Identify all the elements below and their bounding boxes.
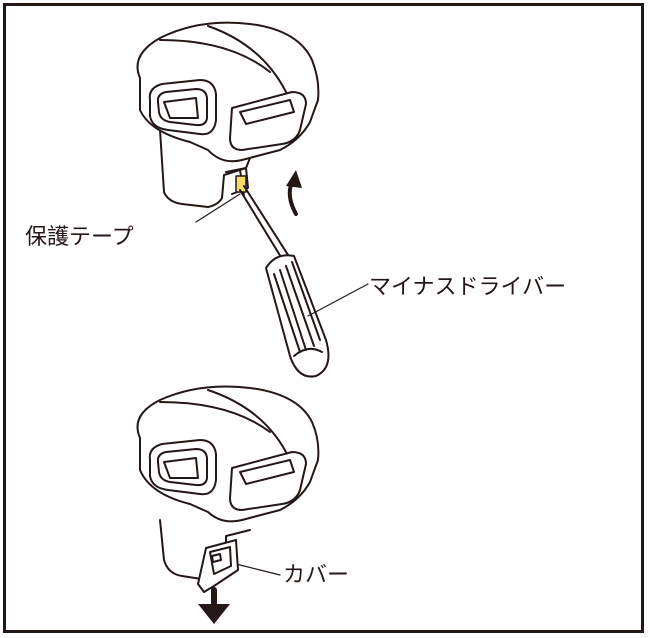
- down-arrow-icon: [198, 587, 230, 624]
- leader-line-cover: [231, 562, 281, 576]
- scanner-unit-top: [136, 21, 320, 208]
- protective-tape: [235, 175, 247, 193]
- cover-part: [197, 539, 239, 593]
- figure-frame: [3, 3, 644, 633]
- scanner-unit-bottom: [136, 385, 320, 593]
- leader-line-tape: [195, 193, 241, 223]
- label-cover: カバー: [283, 563, 350, 588]
- label-protective-tape: 保護テープ: [25, 225, 134, 250]
- label-flathead-screwdriver: マイナスドライバー: [369, 275, 567, 300]
- leader-line-driver: [307, 283, 369, 317]
- curved-arrow-up-icon: [286, 170, 302, 216]
- screwdriver: [239, 185, 330, 378]
